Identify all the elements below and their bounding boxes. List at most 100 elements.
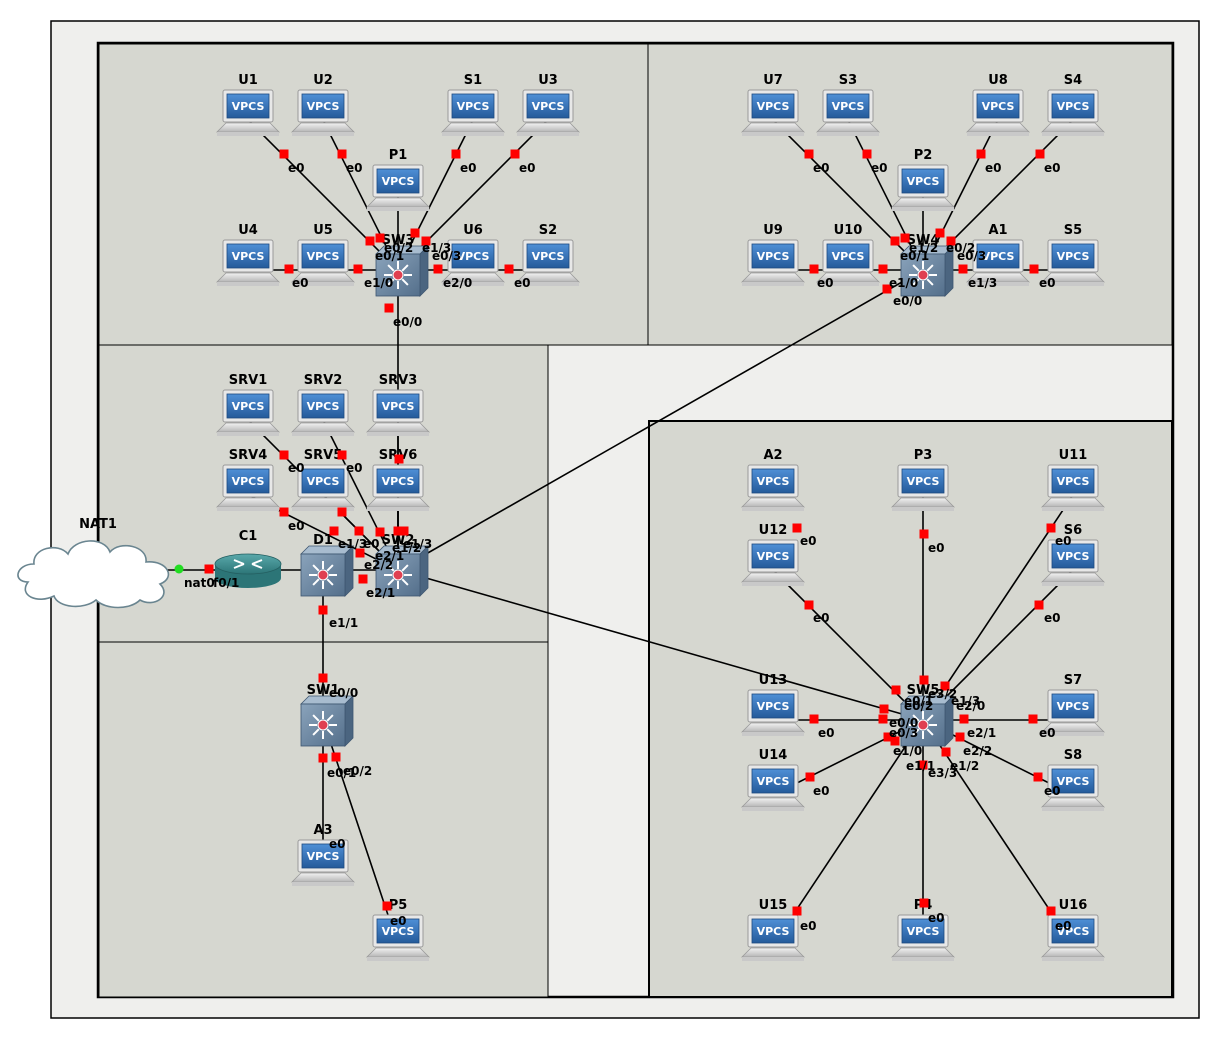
port-label: e0/0	[893, 294, 922, 308]
vpcs-screen-label: VPCS	[382, 175, 415, 188]
node-sw3[interactable]: SW3	[375, 233, 429, 297]
port-label: e0	[985, 161, 1002, 175]
vpcs-screen-label: VPCS	[757, 550, 790, 563]
link-s3-sw4[interactable]	[847, 119, 924, 271]
port-label: e0	[1044, 161, 1061, 175]
port-label: e0	[519, 161, 536, 175]
link-s6-sw5[interactable]	[922, 569, 1074, 721]
port-status-marker	[365, 236, 375, 246]
vpcs-screen-label: VPCS	[757, 775, 790, 788]
vpcs-screen-label: VPCS	[907, 475, 940, 488]
port-label: e1/3	[338, 537, 367, 551]
vpcs-screen-label: VPCS	[382, 400, 415, 413]
node-sw2[interactable]: SW2	[375, 533, 429, 597]
vpcs-computer-icon: VPCS	[816, 89, 880, 136]
node-sw5[interactable]: SW5	[900, 683, 954, 747]
node-nat1[interactable]: NAT1	[17, 517, 170, 609]
port-label: e0	[288, 519, 305, 533]
port-label: e2/1	[366, 586, 395, 600]
port-status-marker	[393, 526, 403, 536]
vpcs-computer-icon: VPCS	[1041, 464, 1105, 511]
vpcs-computer-icon: VPCS	[966, 89, 1030, 136]
vpcs-screen-label: VPCS	[307, 400, 340, 413]
node-label: S3	[839, 73, 857, 88]
node-c1[interactable]: C1	[214, 529, 282, 588]
link-s1-sw3[interactable]	[397, 119, 474, 271]
vpcs-computer-icon: VPCS	[291, 239, 355, 286]
port-status-marker	[890, 236, 900, 246]
port-status-marker	[792, 906, 802, 916]
vpcs-computer-icon: VPCS	[216, 239, 280, 286]
node-label: P2	[914, 148, 933, 163]
port-label: e0/1	[327, 766, 356, 780]
node-d1[interactable]: D1	[300, 533, 354, 597]
node-sw4[interactable]: SW4	[900, 233, 954, 297]
vpcs-computer-icon: VPCS	[366, 914, 430, 961]
vpcs-computer-icon: VPCS	[1041, 89, 1105, 136]
link-sw2-sw5[interactable]	[397, 569, 924, 721]
port-status-marker	[510, 149, 520, 159]
vpcs-computer-icon: VPCS	[291, 839, 355, 886]
port-label: e2/2	[364, 558, 393, 572]
vpcs-computer-icon: VPCS	[441, 239, 505, 286]
port-status-marker	[353, 264, 363, 274]
port-status-marker	[421, 236, 431, 246]
port-label: e3/3	[928, 766, 957, 780]
port-status-marker	[279, 450, 289, 460]
node-sw1[interactable]: SW1	[300, 683, 354, 747]
port-markers-layer	[174, 149, 1056, 916]
node-label: U4	[238, 223, 258, 238]
vpcs-screen-label: VPCS	[382, 475, 415, 488]
link-srv2-sw2[interactable]	[322, 419, 399, 571]
port-label: e0	[346, 161, 363, 175]
node-p4[interactable]: VPCSP4	[891, 898, 955, 961]
link-sw4-sw2[interactable]	[397, 269, 924, 571]
port-status-marker	[879, 704, 889, 714]
node-label: U2	[313, 73, 333, 88]
vpcs-computer-icon: VPCS	[741, 914, 805, 961]
link-u8-sw4[interactable]	[922, 119, 999, 271]
node-label: A3	[313, 823, 332, 838]
link-u2-sw3[interactable]	[322, 119, 399, 271]
node-srv6[interactable]: VPCSSRV6	[366, 448, 430, 511]
port-label: e0	[800, 534, 817, 548]
link-u12-sw5[interactable]	[772, 569, 924, 721]
port-status-marker	[410, 228, 420, 238]
